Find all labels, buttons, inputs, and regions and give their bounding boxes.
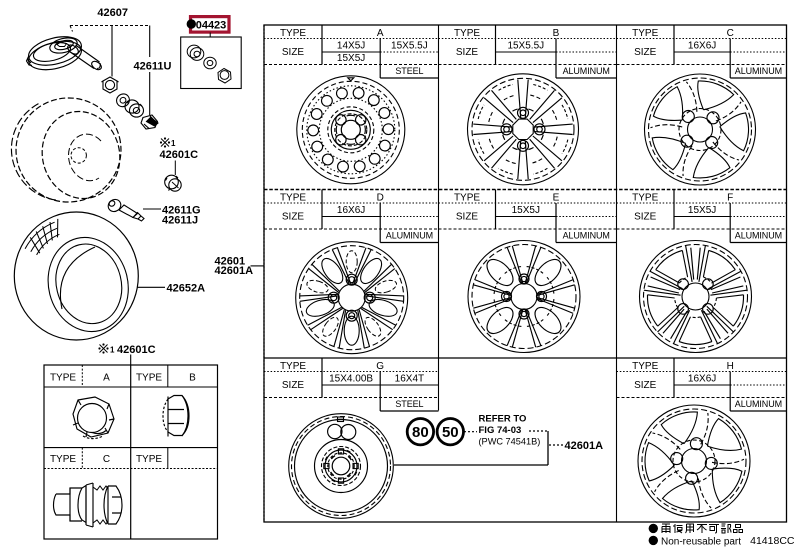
svg-text:14X5J: 14X5J: [337, 41, 365, 52]
svg-text:TYPE: TYPE: [632, 28, 658, 39]
svg-text:E: E: [553, 193, 560, 204]
svg-text:TYPE: TYPE: [454, 28, 480, 39]
svg-text:C: C: [103, 454, 110, 465]
svg-text:SIZE: SIZE: [282, 380, 305, 391]
svg-text:ALUMINUM: ALUMINUM: [735, 66, 782, 76]
svg-text:TYPE: TYPE: [280, 361, 306, 372]
svg-text:G: G: [376, 361, 384, 372]
svg-text:42601: 42601: [215, 255, 246, 267]
svg-text:42611J: 42611J: [162, 215, 198, 227]
svg-text:C: C: [727, 28, 734, 39]
svg-text:REFER TO: REFER TO: [479, 414, 527, 425]
svg-text:SIZE: SIZE: [282, 212, 305, 223]
svg-text:B: B: [189, 373, 196, 384]
svg-text:TYPE: TYPE: [280, 193, 306, 204]
svg-text:1: 1: [171, 139, 176, 148]
svg-text:41418CC: 41418CC: [750, 535, 795, 547]
svg-text:TYPE: TYPE: [50, 454, 76, 465]
svg-text:15X4.00B: 15X4.00B: [329, 374, 373, 385]
svg-text:SIZE: SIZE: [634, 47, 657, 58]
svg-text:TYPE: TYPE: [50, 373, 76, 384]
svg-text:42652A: 42652A: [167, 283, 206, 295]
svg-text:16X6J: 16X6J: [688, 41, 716, 52]
svg-text:15X5.5J: 15X5.5J: [391, 41, 428, 52]
svg-text:Non-reusable part: Non-reusable part: [661, 536, 741, 547]
svg-text:16X4T: 16X4T: [395, 374, 424, 385]
svg-text:A: A: [377, 28, 384, 39]
svg-text:TYPE: TYPE: [280, 28, 306, 39]
svg-text:15X5J: 15X5J: [512, 205, 540, 216]
svg-text:16X6J: 16X6J: [337, 205, 365, 216]
svg-text:TYPE: TYPE: [632, 361, 658, 372]
svg-text:15X5J: 15X5J: [688, 205, 716, 216]
svg-text:SIZE: SIZE: [282, 47, 305, 58]
svg-text:16X6J: 16X6J: [688, 374, 716, 385]
svg-text:A: A: [103, 373, 110, 384]
svg-text:15X5J: 15X5J: [337, 53, 365, 64]
svg-text:TYPE: TYPE: [136, 454, 162, 465]
svg-text:TYPE: TYPE: [632, 193, 658, 204]
svg-text:ALUMINUM: ALUMINUM: [735, 399, 782, 409]
svg-text:SIZE: SIZE: [634, 212, 657, 223]
svg-text:SIZE: SIZE: [456, 47, 479, 58]
svg-text:STEEL: STEEL: [395, 66, 423, 76]
svg-text:STEEL: STEEL: [395, 399, 423, 409]
svg-text:80: 80: [412, 424, 429, 441]
svg-text:04423: 04423: [196, 19, 227, 31]
svg-text:1: 1: [110, 346, 115, 355]
svg-text:(PWC 74541B): (PWC 74541B): [479, 437, 541, 447]
svg-text:D: D: [377, 193, 384, 204]
svg-text:42607: 42607: [97, 7, 128, 19]
svg-text:TYPE: TYPE: [136, 373, 162, 384]
svg-text:15X5.5J: 15X5.5J: [507, 41, 544, 52]
svg-text:42601A: 42601A: [565, 440, 604, 452]
svg-text:SIZE: SIZE: [634, 380, 657, 391]
svg-text:B: B: [553, 28, 560, 39]
svg-text:50: 50: [442, 424, 459, 441]
svg-text:ALUMINUM: ALUMINUM: [563, 231, 610, 241]
svg-text:42601C: 42601C: [160, 149, 199, 161]
svg-text:ALUMINUM: ALUMINUM: [386, 231, 433, 241]
svg-text:42611U: 42611U: [134, 61, 172, 73]
svg-text:42601C: 42601C: [117, 344, 156, 356]
svg-text:TYPE: TYPE: [454, 193, 480, 204]
svg-text:F: F: [727, 193, 733, 204]
svg-text:FIG 74-03: FIG 74-03: [479, 425, 522, 436]
svg-text:42601A: 42601A: [215, 265, 254, 277]
svg-text:SIZE: SIZE: [456, 212, 479, 223]
svg-text:ALUMINUM: ALUMINUM: [563, 66, 610, 76]
svg-text:H: H: [727, 361, 734, 372]
svg-text:42611G: 42611G: [162, 205, 201, 217]
svg-text:ALUMINUM: ALUMINUM: [735, 231, 782, 241]
